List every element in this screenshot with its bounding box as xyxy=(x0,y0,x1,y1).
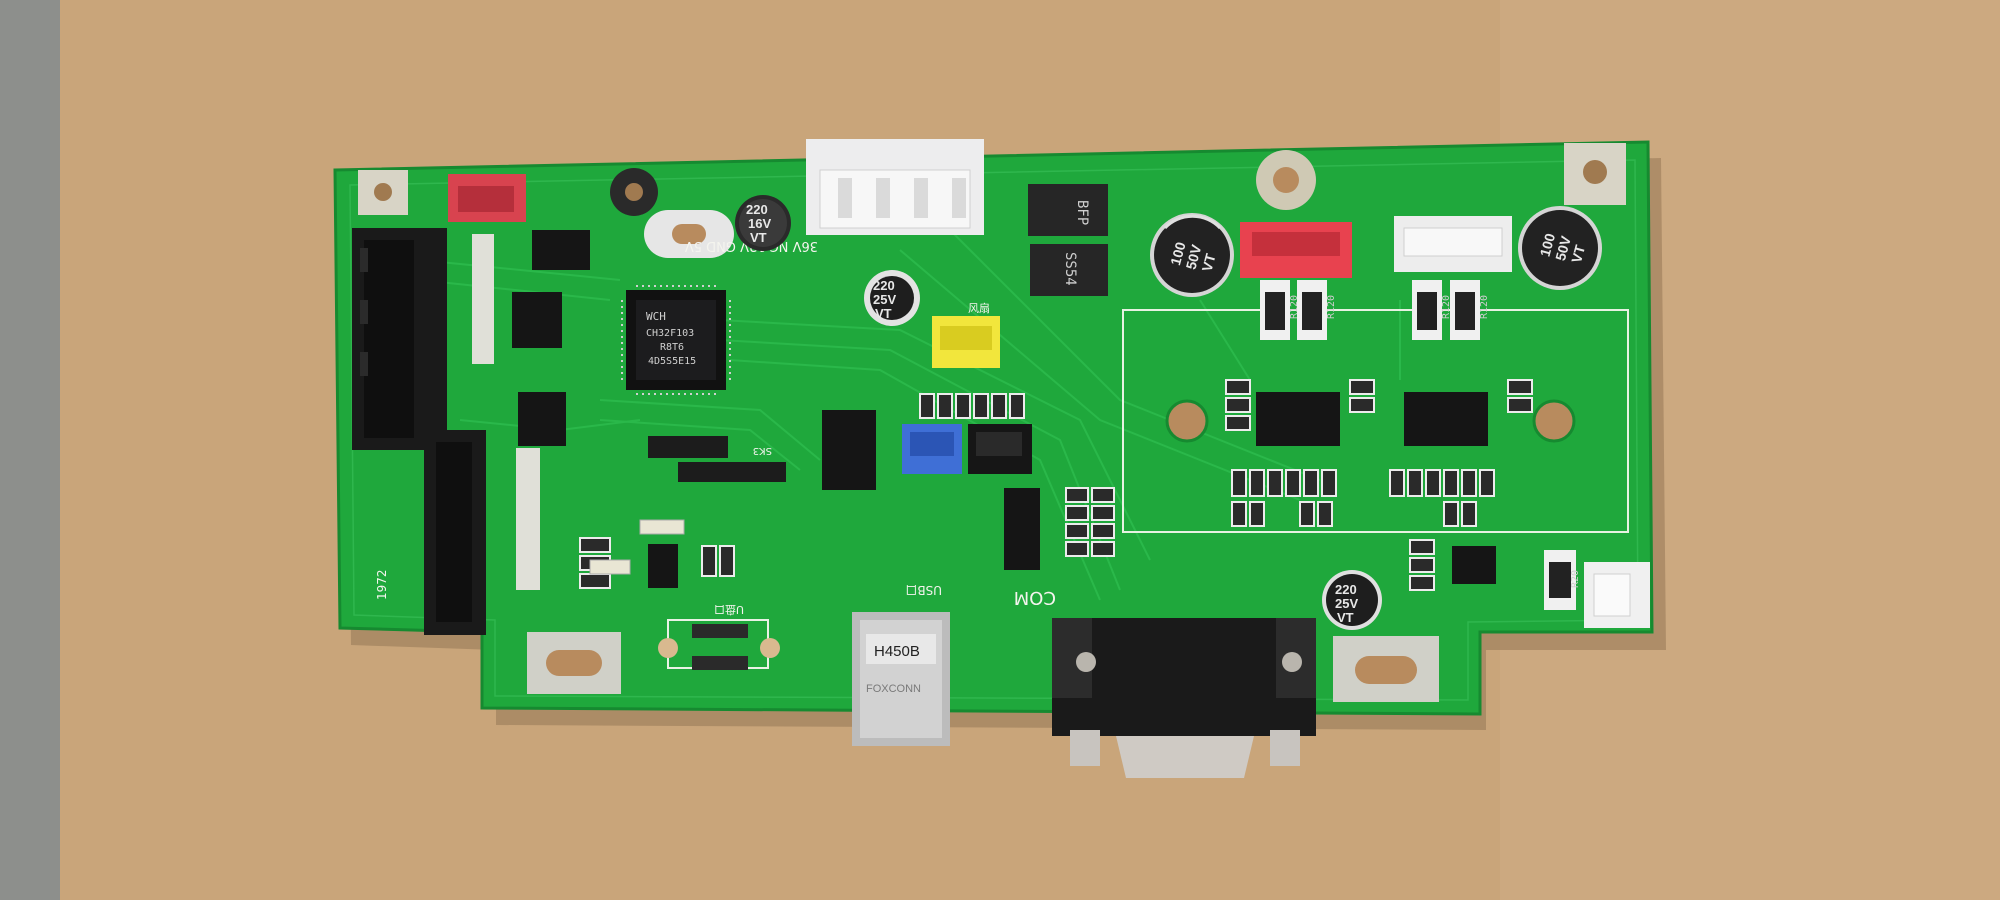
smd-components xyxy=(579,379,1533,591)
pin-header-strip xyxy=(472,234,540,590)
com-db9-connector xyxy=(1052,618,1316,778)
black-connector xyxy=(968,424,1032,474)
svg-text:50V: 50V xyxy=(1183,242,1205,271)
svg-text:R120: R120 xyxy=(1441,295,1452,319)
blue-connector xyxy=(902,424,962,474)
red-connector-motor xyxy=(1240,222,1352,278)
svg-text:CH32F103: CH32F103 xyxy=(646,328,694,339)
svg-text:25V: 25V xyxy=(873,292,896,307)
svg-text:220: 220 xyxy=(873,278,895,293)
mcu-chip: WCH CH32F103 R8T6 4D5S5E15 xyxy=(621,285,731,395)
cap-100-50v-right: 100 50V VT xyxy=(1518,206,1602,290)
gray-strip xyxy=(0,0,60,900)
resistor-r120-4: R120 xyxy=(1450,280,1490,340)
svg-text:25V: 25V xyxy=(1335,596,1358,611)
svg-text:VT: VT xyxy=(1568,243,1588,265)
svg-text:220: 220 xyxy=(746,202,768,217)
svg-text:VT: VT xyxy=(750,230,767,245)
white-connector-small-right xyxy=(1584,562,1650,628)
svg-text:VT: VT xyxy=(1337,610,1354,625)
pin-header-row-1 xyxy=(648,436,728,458)
fan-label: 风扇 xyxy=(968,301,990,315)
usb-label: USB口 xyxy=(905,583,942,597)
svg-text:VT: VT xyxy=(1199,251,1219,273)
red-connector-top xyxy=(448,174,526,222)
slot-bracket-left xyxy=(527,632,621,694)
yellow-connector xyxy=(932,316,1000,368)
pin-header-row-2 xyxy=(678,462,786,482)
svg-text:R120: R120 xyxy=(1326,295,1337,319)
svg-text:H450B: H450B xyxy=(874,643,920,660)
cap-100-50v-left: 100 50V VT xyxy=(1150,213,1234,297)
svg-text:220: 220 xyxy=(1335,582,1357,597)
svg-text:FOXCONN: FOXCONN xyxy=(866,683,921,695)
pcb-inner-line xyxy=(349,159,1639,701)
bfp-component: BFP xyxy=(1028,184,1108,236)
svg-text:R120: R120 xyxy=(1479,295,1490,319)
svg-text:R8T6: R8T6 xyxy=(660,342,684,353)
svg-text:VT: VT xyxy=(875,306,892,321)
svg-text:R20: R20 xyxy=(1570,570,1581,588)
svg-text:100: 100 xyxy=(1537,231,1559,258)
idc-connector-top xyxy=(352,228,447,450)
svg-text:100: 100 xyxy=(1167,240,1189,267)
u-port-label: U盘口 xyxy=(714,603,744,617)
mounting-holes xyxy=(358,143,1626,443)
svg-text:WCH: WCH xyxy=(646,310,666,323)
svg-text:4D5S5E15: 4D5S5E15 xyxy=(648,356,696,367)
ss54-component: SS54 xyxy=(1030,244,1108,296)
motor-driver-area xyxy=(1122,309,1629,533)
u-port-footprint xyxy=(658,619,780,670)
cap-220-25v-mid: 220 25V VT xyxy=(864,270,920,326)
cap-220-25v-bottom: 220 25V VT xyxy=(1322,570,1382,630)
oval-clip xyxy=(644,210,734,258)
power-header xyxy=(806,139,984,235)
svg-text:SS54: SS54 xyxy=(1062,252,1078,286)
svg-text:16V: 16V xyxy=(748,216,771,231)
resistor-r120-1: R120 xyxy=(1260,280,1300,340)
board-id-label: 1972 xyxy=(375,569,389,600)
com-label: COM xyxy=(1014,587,1056,608)
idc-connector-bottom xyxy=(424,430,486,635)
resistor-r120-2: R120 xyxy=(1297,280,1337,340)
cap-220-16v-top: 220 16V VT xyxy=(735,195,791,251)
resistor-r20: R20 xyxy=(1544,550,1581,610)
sk-label: SK3 xyxy=(753,445,772,456)
slot-bracket-right xyxy=(1333,636,1439,702)
usb-connector: H450B FOXCONN xyxy=(852,612,950,746)
svg-text:R120: R120 xyxy=(1289,295,1300,319)
resistor-r120-3: R120 xyxy=(1412,280,1452,340)
svg-text:BFP: BFP xyxy=(1074,200,1090,225)
svg-text:50V: 50V xyxy=(1552,234,1574,263)
soic-chips xyxy=(512,230,1496,588)
white-connector-right xyxy=(1394,216,1512,272)
crystal-area xyxy=(589,519,685,575)
